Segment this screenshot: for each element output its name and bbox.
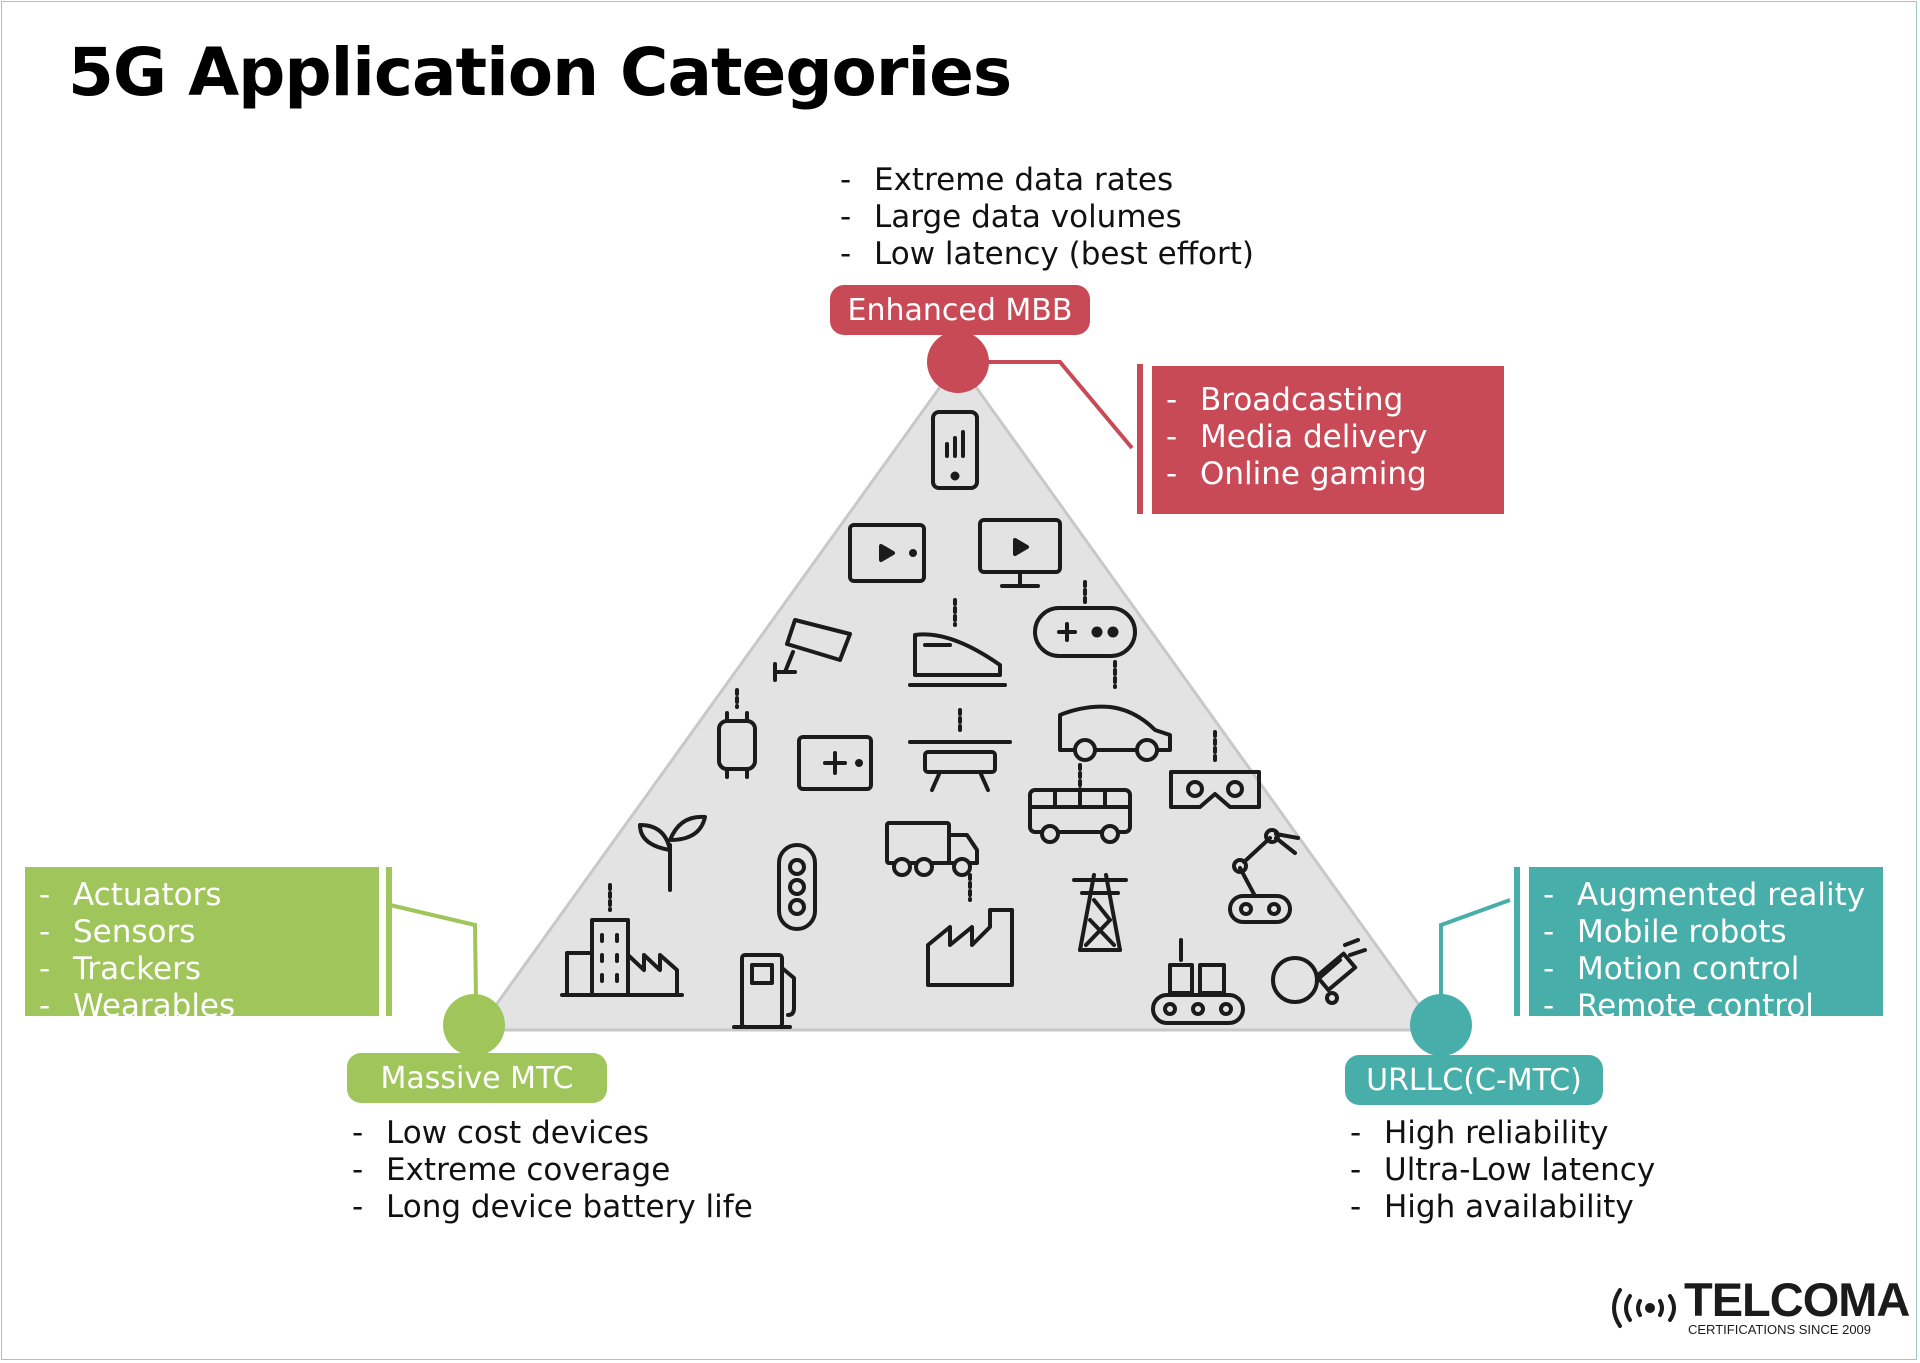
- game-controller-icon: [1033, 580, 1137, 689]
- urllc-requirement-item: High availability: [1350, 1189, 1655, 1226]
- power-tower-icon: [1072, 873, 1128, 952]
- logo-wordmark: TELCOMA: [1684, 1273, 1910, 1326]
- truck-icon: [885, 821, 979, 877]
- page-title: 5G Application Categories: [68, 34, 1012, 111]
- mmtc-requirements-list: Low cost devices Extreme coverage Long d…: [352, 1115, 753, 1226]
- mmtc-applications-panel: Actuators Sensors Trackers Wearables: [25, 867, 379, 1024]
- plant-icon: [638, 814, 707, 892]
- mmtc-requirement-item: Low cost devices: [352, 1115, 753, 1152]
- city-buildings-icon: [560, 883, 684, 997]
- embb-application-item: Online gaming: [1166, 456, 1504, 493]
- mmtc-application-item: Actuators: [39, 877, 379, 914]
- fuel-pump-icon: [732, 953, 796, 1029]
- mmtc-connector-line: [389, 903, 478, 1001]
- mmtc-label: Massive MTC: [347, 1053, 607, 1103]
- embb-application-item: Broadcasting: [1166, 382, 1504, 419]
- mmtc-application-item: Trackers: [39, 951, 379, 988]
- urllc-application-item: Mobile robots: [1543, 914, 1883, 951]
- embb-requirement-item: Low latency (best effort): [840, 236, 1254, 273]
- tablet-icon: [848, 523, 926, 583]
- smartphone-icon: [931, 410, 979, 490]
- medical-device-icon: [797, 735, 873, 791]
- embb-requirements-list: Extreme data rates Large data volumes Lo…: [840, 162, 1254, 273]
- bus-icon: [1028, 788, 1132, 844]
- urllc-application-item: Remote control: [1543, 988, 1883, 1025]
- urllc-connector-line: [1439, 898, 1511, 1000]
- urllc-label: URLLC(C-MTC): [1345, 1055, 1603, 1105]
- pyramid-triangle: [475, 359, 1440, 1032]
- logo-tagline: CERTIFICATIONS SINCE 2009: [1688, 1322, 1872, 1337]
- industrial-robot-icon: [1271, 938, 1367, 1005]
- urllc-application-item: Motion control: [1543, 951, 1883, 988]
- urllc-node: [1410, 994, 1472, 1056]
- mmtc-requirement-item: Long device battery life: [352, 1189, 753, 1226]
- factory-icon: [926, 873, 1014, 987]
- conveyor-belt-icon: [1151, 938, 1245, 1025]
- urllc-applications-list: Augmented reality Mobile robots Motion c…: [1543, 877, 1883, 1025]
- urllc-requirements-list: High reliability Ultra-Low latency High …: [1350, 1115, 1655, 1226]
- embb-applications-panel: Broadcasting Media delivery Online gamin…: [1152, 366, 1504, 514]
- urllc-requirement-item: Ultra-Low latency: [1350, 1152, 1655, 1189]
- car-icon: [1058, 704, 1172, 792]
- robot-arm-icon: [1228, 828, 1300, 924]
- embb-requirement-item: Extreme data rates: [840, 162, 1254, 199]
- embb-connector-line: [985, 360, 1134, 450]
- urllc-application-item: Augmented reality: [1543, 877, 1883, 914]
- vr-headset-icon: [1169, 730, 1261, 809]
- embb-applications-list: Broadcasting Media delivery Online gamin…: [1166, 382, 1504, 493]
- embb-requirement-item: Large data volumes: [840, 199, 1254, 236]
- drone-icon: [908, 708, 1012, 792]
- monitor-icon: [978, 518, 1062, 588]
- smartwatch-icon: [717, 688, 757, 779]
- mmtc-requirement-item: Extreme coverage: [352, 1152, 753, 1189]
- urllc-requirement-item: High reliability: [1350, 1115, 1655, 1152]
- embb-node: [927, 331, 989, 393]
- traffic-light-icon: [777, 843, 817, 931]
- signal-waves-icon: [1612, 1288, 1676, 1328]
- security-camera-icon: [773, 618, 852, 682]
- mmtc-applications-list: Actuators Sensors Trackers Wearables: [39, 877, 379, 1025]
- mmtc-application-item: Wearables: [39, 988, 379, 1025]
- urllc-applications-panel: Augmented reality Mobile robots Motion c…: [1529, 867, 1883, 1024]
- embb-application-item: Media delivery: [1166, 419, 1504, 456]
- mmtc-node: [443, 994, 505, 1056]
- telcoma-logo: TELCOMA CERTIFICATIONS SINCE 2009: [1602, 1273, 1910, 1338]
- mmtc-application-item: Sensors: [39, 914, 379, 951]
- embb-label: Enhanced MBB: [830, 285, 1090, 335]
- high-speed-train-icon: [908, 598, 1007, 687]
